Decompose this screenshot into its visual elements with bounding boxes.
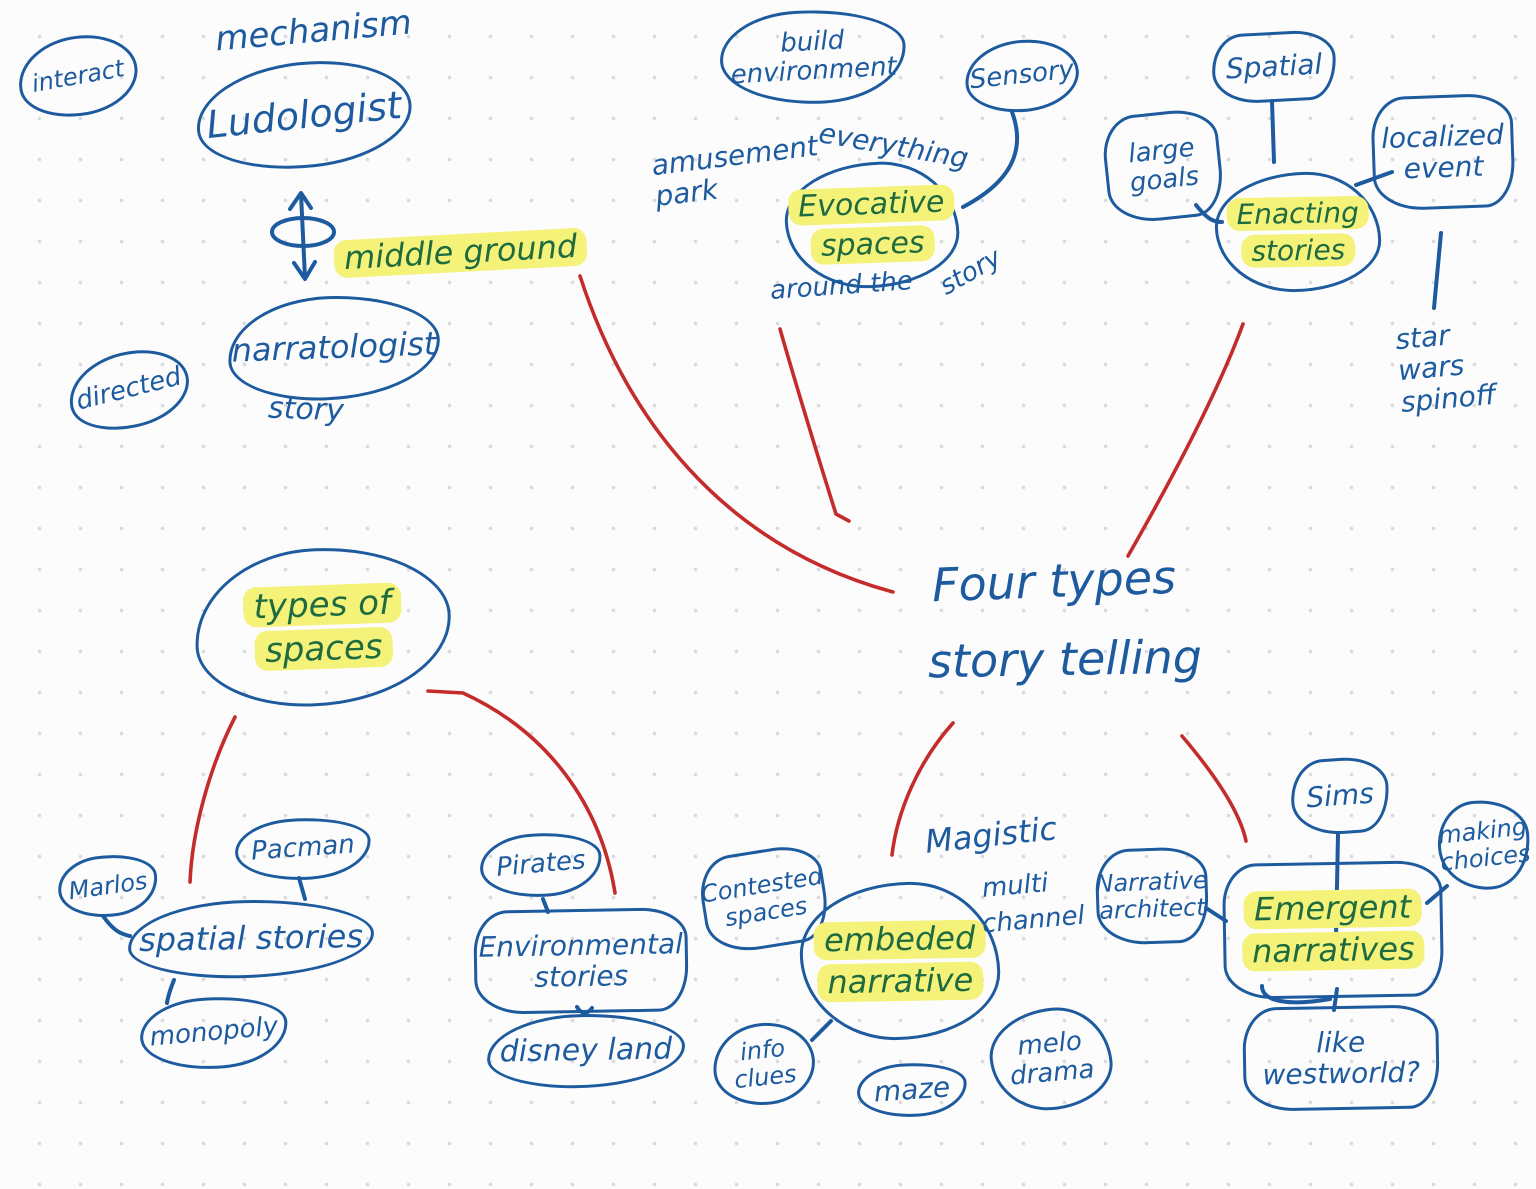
link-localized-starwars [1432,231,1443,310]
node-directed-label: directed [73,361,185,418]
node-sims: Sims [1288,754,1392,838]
node-info-clues: info clues [708,1017,820,1111]
red-link-middleground-title [578,274,895,594]
node-pirates: Pirates [477,827,605,903]
node-ludologist: Ludologist [191,51,417,179]
node-spatial-stories-label: spatial stories [138,917,364,960]
node-emergent-narratives: Emergent narratives [1221,860,1445,1000]
emergent-line1: Emergent [1243,888,1422,930]
middle-ground-highlight: middle ground [333,227,589,279]
node-environmental-stories-label: Environmental stories [478,926,684,994]
embeded-line1: embeded [813,919,986,961]
node-like-westworld-label: like westworld? [1262,1025,1421,1092]
evocative-line2: spaces [810,224,936,265]
node-pacman-label: Pacman [250,829,356,868]
node-narrative-architect: Narrative architect [1094,846,1210,946]
link-spatial-enacting [1270,99,1276,164]
link-marlos-spatialstories [101,914,132,938]
node-making-choices: making choices [1433,795,1535,895]
node-monopoly: monopoly [137,990,291,1076]
enacting-line2: stories [1241,233,1356,269]
double-arrow-head-down [292,260,317,281]
node-environmental-stories: Environmental stories [473,907,689,1015]
link-sensory-evocative [961,110,1019,209]
node-like-westworld: like westworld? [1242,1004,1440,1112]
node-melo-drama: melo drama [985,1002,1117,1116]
node-directed: directed [60,338,198,442]
double-arrow-shaft [299,192,307,280]
node-large-goals-label: large goals [1126,132,1201,199]
page-title-line1: Four types [931,549,1177,613]
link-pacman-spatialstories [297,876,307,901]
double-arrow-head-up [288,191,313,211]
text-channel: channel [980,900,1086,940]
red-link-title-emergent [1180,734,1248,843]
node-pacman: Pacman [233,813,373,885]
red-link-evocative-title [778,327,851,523]
text-around-the: around the [769,266,914,306]
link-spatialstories-monopoly [165,978,176,1005]
node-pirates-label: Pirates [495,845,587,884]
node-spatial: Spatial [1210,28,1338,106]
embeded-line2: narrative [817,961,984,1003]
node-localized-event: localized event [1370,92,1516,212]
node-spatial-stories: spatial stories [127,897,375,981]
enacting-line1: Enacting [1226,195,1370,232]
text-mechanism: mechanism [213,2,414,60]
node-build-environment-label: build environment [729,25,898,91]
text-star-wars-spinoff: star wars spinoff [1393,318,1498,419]
node-enacting-stories: Enacting stories [1213,170,1383,294]
node-large-goals: large goals [1099,106,1227,226]
node-making-choices-label: making choices [1436,812,1532,877]
node-narrative-architect-label: Narrative architect [1094,866,1209,925]
node-embeded-narrative: embeded narrative [798,880,1002,1042]
node-marlos-label: Marlos [66,866,150,905]
node-maze-label: maze [872,1070,952,1109]
node-melo-drama-label: melo drama [1008,1026,1096,1092]
node-marlos: Marlos [54,848,162,924]
types-line1: types of [242,582,402,628]
node-ludologist-label: Ludologist [204,82,404,147]
node-sims-label: Sims [1305,777,1375,815]
double-arrow-ellipse [270,216,336,248]
text-magistic: Magistic [923,809,1059,861]
node-localized-event-label: localized event [1380,117,1505,186]
node-build-environment: build environment [717,5,909,109]
node-sensory: Sensory [961,34,1083,118]
node-maze: maze [855,1059,969,1121]
link-infoclues-embeded [810,1019,833,1042]
node-narratologist-label: narratologist [230,324,437,370]
node-disney-land-label: disney land [499,1031,673,1070]
red-link-types-spatialstories [188,715,237,884]
emergent-line2: narratives [1241,930,1425,972]
page-title-line2: story telling [927,629,1203,689]
types-line2: spaces [254,626,394,672]
node-sensory-label: Sensory [968,55,1076,96]
text-narratologist-story: story [267,390,345,429]
text-middle-ground: middle ground [331,189,589,280]
text-multi: multi [980,868,1050,904]
evocative-line1: Evocative [787,184,956,226]
node-spatial-label: Spatial [1224,47,1323,86]
node-monopoly-label: monopoly [148,1011,280,1053]
node-info-clues-label: info clues [732,1033,798,1095]
node-disney-land: disney land [486,1012,686,1090]
node-interact: interact [11,26,145,126]
node-interact-label: interact [29,53,127,98]
node-types-of-spaces: types of spaces [192,543,454,711]
node-narratologist: narratologist [226,292,442,404]
red-link-enacting-title [1126,322,1245,558]
